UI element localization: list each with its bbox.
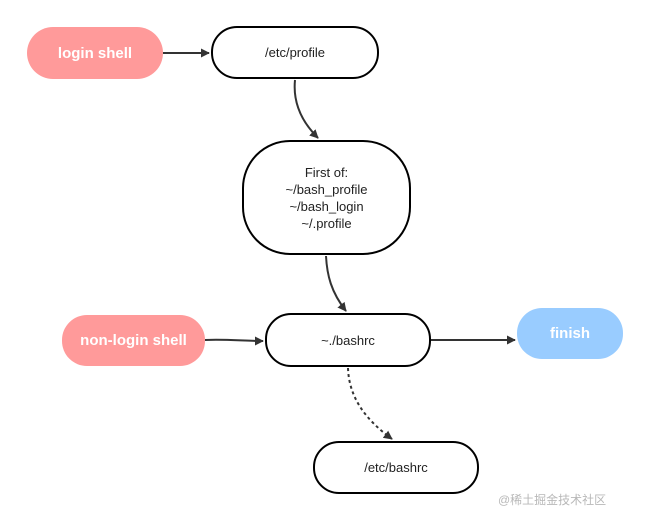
etc-profile-node: /etc/profile [211, 26, 379, 79]
finish-label: finish [550, 325, 590, 342]
login-shell-node: login shell [27, 27, 163, 79]
bashrc-node: ~./bashrc [265, 313, 431, 367]
profile-label: ~/.profile [301, 215, 352, 231]
first-of-node: First of: ~/bash_profile ~/bash_login ~/… [242, 140, 411, 255]
etc-bashrc-node: /etc/bashrc [313, 441, 479, 494]
edge-bashrc-to-etc-bashrc [347, 367, 393, 440]
edge-nonlogin-to-bashrc [204, 336, 264, 346]
bash-login-label: ~/bash_login [289, 198, 364, 214]
non-login-shell-label: non-login shell [80, 332, 187, 349]
bash-profile-label: ~/bash_profile [285, 181, 368, 197]
bashrc-label: ~./bashrc [321, 332, 375, 348]
etc-bashrc-label: /etc/bashrc [364, 460, 428, 475]
watermark: @稀土掘金技术社区 [498, 493, 607, 507]
non-login-shell-node: non-login shell [62, 315, 205, 366]
finish-node: finish [517, 308, 623, 359]
edge-first-of-to-bashrc [325, 255, 347, 312]
etc-profile-label: /etc/profile [265, 45, 325, 60]
login-shell-label: login shell [57, 44, 133, 62]
edge-etc-profile-to-first-of [293, 79, 319, 139]
first-of-heading: First of: [304, 164, 349, 180]
